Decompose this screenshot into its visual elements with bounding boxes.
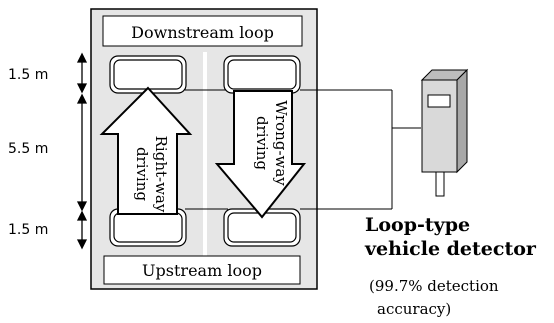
accuracy-note-line1: (99.7% detection [369,277,499,295]
detector-wiring [185,89,421,210]
right-way-label-line1: Right-way [152,136,170,213]
wrong-way-label-line2: driving [253,116,271,171]
detector-cabinet-icon [420,68,469,197]
dimension-middle-label: 5.5 m [8,141,48,157]
upstream-loop-label: Upstream loop [142,261,262,280]
detector-title-line1: Loop-type [365,214,470,236]
downstream-loop-label-box [102,15,303,47]
detector-title-line2: vehicle detector [364,238,537,260]
downstream-loop-label: Downstream loop [131,23,274,42]
accuracy-note-line2: accuracy) [377,300,451,318]
upstream-loop-label-box [103,255,301,285]
loop-upstream-left [109,208,187,247]
loop-upstream-right [223,208,301,247]
dimension-bottom-label: 1.5 m [8,222,48,238]
right-way-label-line2: driving [133,147,151,202]
dimension-markers [76,52,88,250]
wrong-way-label-line1: Wrong-way [272,100,290,186]
wrong-way-arrow-icon [214,90,307,219]
right-way-arrow-icon [99,86,193,215]
dimension-top-label: 1.5 m [8,67,48,83]
loop-downstream-right [223,55,301,94]
